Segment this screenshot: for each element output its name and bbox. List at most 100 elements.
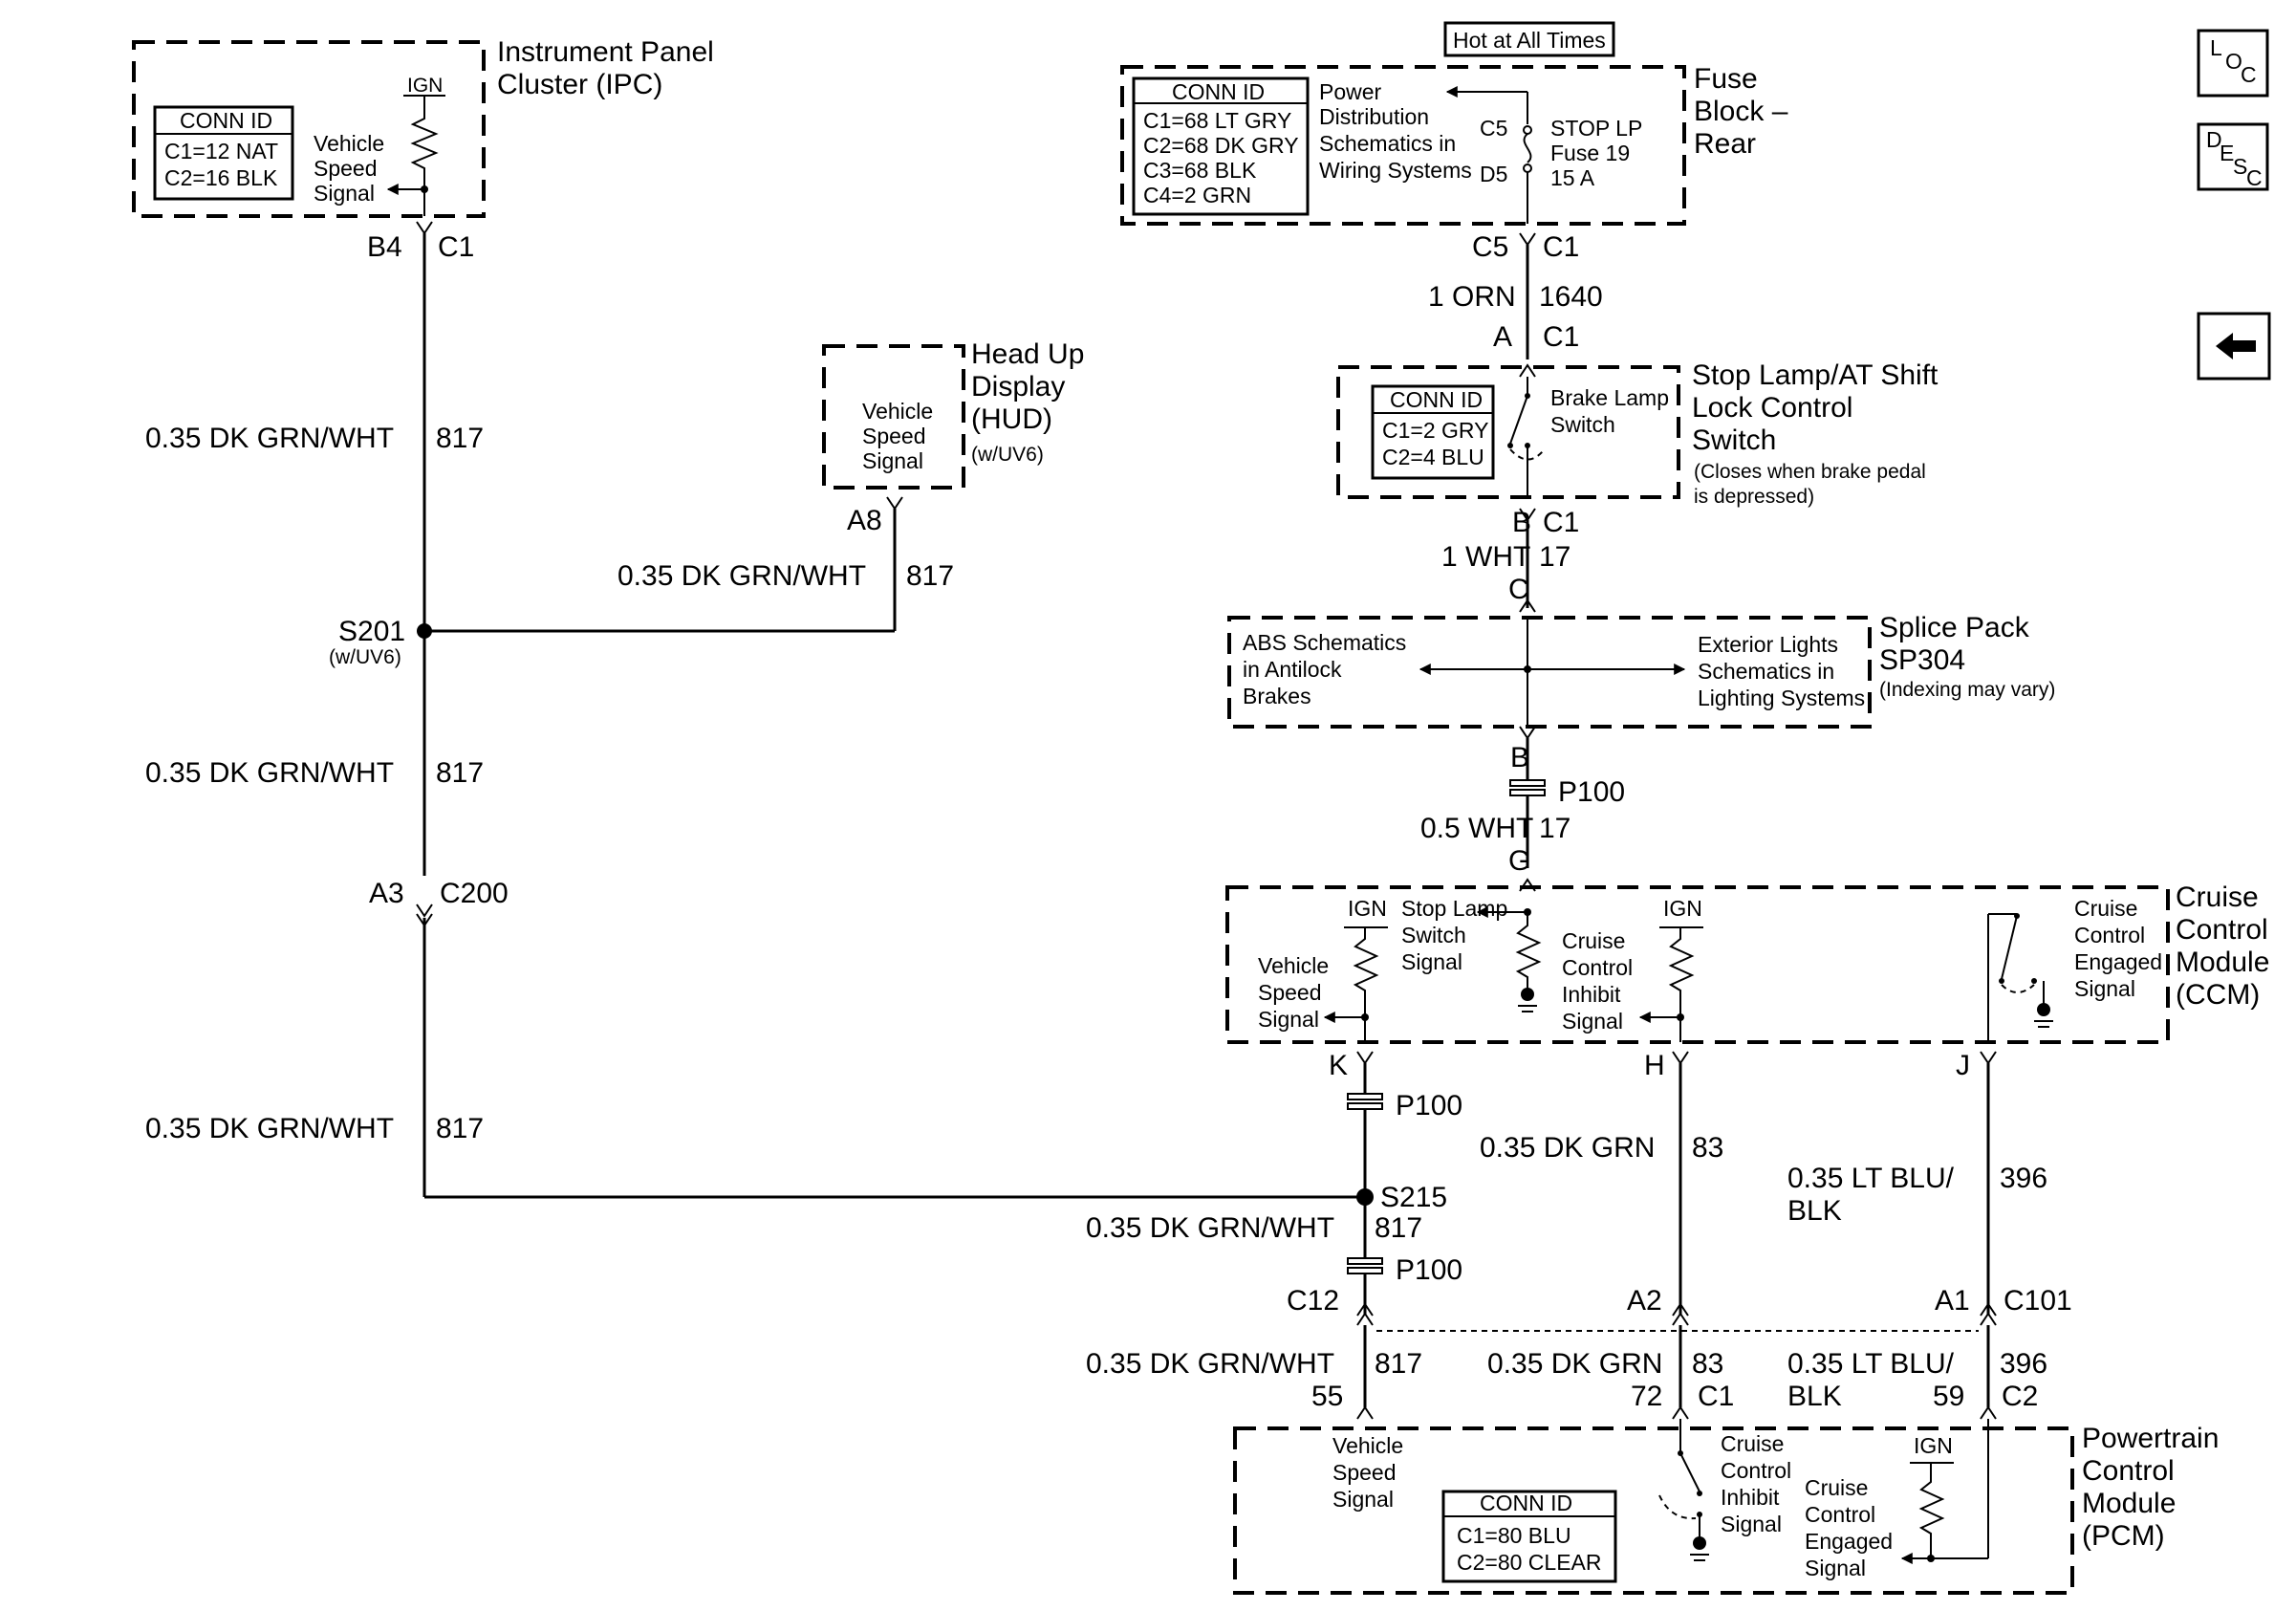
svg-text:D5: D5 <box>1480 162 1507 186</box>
stop-lamp-switch: A C1 Stop Lamp/AT Shift Lock Control Swi… <box>1336 321 1939 508</box>
loc-button[interactable]: L O C <box>2197 29 2269 98</box>
splice-s215: S215 <box>1356 1182 1447 1213</box>
svg-text:Display: Display <box>971 371 1065 403</box>
hud-module: Head Up Display (HUD) (w/UV6) Vehicle Sp… <box>822 338 1084 490</box>
wire-17-b-pin: G <box>1508 845 1530 877</box>
svg-text:E: E <box>2220 141 2234 165</box>
svg-text:Switch: Switch <box>1550 412 1615 437</box>
svg-text:ABS Schematics: ABS Schematics <box>1243 630 1406 655</box>
svg-text:Speed: Speed <box>1258 980 1322 1005</box>
wire-817-3-circuit: 817 <box>436 1113 484 1144</box>
wire-17-b-circuit: 17 <box>1539 813 1570 844</box>
svg-text:in Antilock: in Antilock <box>1243 657 1342 682</box>
svg-text:Fuse: Fuse <box>1694 63 1758 95</box>
svg-text:Lighting Systems: Lighting Systems <box>1698 686 1865 710</box>
svg-text:Control: Control <box>1721 1458 1791 1483</box>
svg-text:Speed: Speed <box>314 156 378 181</box>
svg-text:P100: P100 <box>1396 1254 1462 1286</box>
svg-text:Signal: Signal <box>314 181 375 206</box>
wire-817-1-color: 0.35 DK GRN/WHT <box>145 423 394 454</box>
svg-text:Signal: Signal <box>1805 1556 1866 1580</box>
svg-text:C2=16 BLK: C2=16 BLK <box>164 165 278 190</box>
wire-817-3-color: 0.35 DK GRN/WHT <box>145 1113 394 1144</box>
svg-text:Switch: Switch <box>1401 923 1466 947</box>
wire-83-b-circuit: 83 <box>1692 1348 1723 1380</box>
svg-text:CONN ID: CONN ID <box>1480 1491 1572 1515</box>
svg-text:Schematics in: Schematics in <box>1698 659 1834 684</box>
svg-text:C1=80 BLU: C1=80 BLU <box>1457 1523 1571 1548</box>
svg-text:S201: S201 <box>338 616 405 647</box>
svg-text:Hot at All Times: Hot at All Times <box>1453 28 1606 53</box>
svg-text:C2=68 DK GRY: C2=68 DK GRY <box>1143 133 1299 158</box>
ipc-resistor-icon <box>410 96 439 189</box>
svg-text:C: C <box>2241 62 2257 87</box>
svg-text:Splice Pack: Splice Pack <box>1879 612 2030 643</box>
ipc-title-1: Instrument Panel <box>497 36 714 68</box>
svg-text:C1=12 NAT: C1=12 NAT <box>164 139 278 163</box>
wire-396-b-conn: C2 <box>2002 1381 2038 1412</box>
svg-text:Signal: Signal <box>1562 1009 1623 1034</box>
svg-text:Brakes: Brakes <box>1243 684 1311 708</box>
svg-text:IGN: IGN <box>1348 896 1387 921</box>
svg-text:Control: Control <box>2176 914 2268 946</box>
svg-text:15 A: 15 A <box>1550 165 1595 190</box>
svg-text:(CCM): (CCM) <box>2176 979 2260 1011</box>
svg-text:(w/UV6): (w/UV6) <box>329 646 401 668</box>
stop-lamp-out-connector: B C1 <box>1512 507 1579 538</box>
svg-text:Vehicle: Vehicle <box>1258 953 1329 978</box>
ipc-module: Instrument Panel Cluster (IPC) CONN ID C… <box>132 36 714 218</box>
wire-817-2-circuit: 817 <box>436 757 484 789</box>
svg-text:A1: A1 <box>1935 1285 1970 1317</box>
svg-text:Control: Control <box>2082 1455 2175 1487</box>
wire-817-hud-circuit: 817 <box>906 560 954 592</box>
connector-c200: A3 C200 <box>369 878 509 927</box>
svg-text:C2=80 CLEAR: C2=80 CLEAR <box>1457 1550 1602 1575</box>
svg-text:Power: Power <box>1319 79 1382 104</box>
wire-817-1-circuit: 817 <box>436 423 484 454</box>
wire-83-b-pin: 72 <box>1631 1381 1662 1412</box>
ground-icon <box>2034 1003 2053 1028</box>
svg-text:D: D <box>2206 127 2222 152</box>
pcm-inhibit-switch-icon <box>1679 1452 1700 1492</box>
svg-text:C1=68 LT GRY: C1=68 LT GRY <box>1143 108 1291 133</box>
ccm-out-connectors: K H J <box>1329 1050 1997 1081</box>
svg-text:Switch: Switch <box>1692 425 1776 456</box>
ground-icon <box>1690 1536 1709 1561</box>
wire-817-5-pin: 55 <box>1311 1381 1343 1412</box>
svg-text:S: S <box>2233 154 2247 179</box>
svg-text:CONN ID: CONN ID <box>1172 79 1265 104</box>
svg-text:Signal: Signal <box>1721 1512 1782 1536</box>
ccm-stop-resistor-icon <box>1515 912 1542 992</box>
svg-text:C200: C200 <box>440 878 509 909</box>
svg-text:C3=68 BLK: C3=68 BLK <box>1143 158 1257 183</box>
desc-button[interactable]: D E S C <box>2197 122 2269 191</box>
ccm-engaged-switch-icon <box>2001 915 2018 980</box>
svg-text:C2=4 BLU: C2=4 BLU <box>1382 445 1484 469</box>
svg-text:A: A <box>1493 321 1512 353</box>
svg-text:Distribution: Distribution <box>1319 104 1429 129</box>
back-button[interactable] <box>2197 312 2271 381</box>
svg-text:Signal: Signal <box>2074 976 2135 1001</box>
svg-text:C5: C5 <box>1472 231 1508 263</box>
svg-text:Stop Lamp/AT Shift: Stop Lamp/AT Shift <box>1692 359 1939 391</box>
svg-text:Signal: Signal <box>1332 1487 1394 1512</box>
svg-text:Cruise: Cruise <box>2176 882 2259 913</box>
svg-text:C1=2 GRY: C1=2 GRY <box>1382 418 1488 443</box>
svg-text:Cruise: Cruise <box>2074 896 2137 921</box>
wire-396-b-color-2: BLK <box>1787 1381 1842 1412</box>
left-arrow-icon <box>2216 333 2256 359</box>
svg-text:C5: C5 <box>1480 116 1507 141</box>
inline-connector-p100-a: P100 <box>1509 738 1625 808</box>
svg-text:Exterior Lights: Exterior Lights <box>1698 632 1838 657</box>
svg-text:K: K <box>1329 1050 1348 1081</box>
svg-text:Schematics in: Schematics in <box>1319 131 1456 156</box>
inline-connector-p100-c: P100 <box>1347 1254 1462 1286</box>
svg-text:C1: C1 <box>438 231 474 263</box>
pcm-conn-id-box: CONN ID C1=80 BLU C2=80 CLEAR <box>1441 1490 1617 1583</box>
wire-396-a-circuit: 396 <box>2000 1163 2047 1194</box>
svg-text:A2: A2 <box>1627 1285 1662 1317</box>
svg-text:C1: C1 <box>1543 231 1579 263</box>
svg-text:IGN: IGN <box>1914 1433 1953 1458</box>
svg-text:Vehicle: Vehicle <box>1332 1433 1403 1458</box>
